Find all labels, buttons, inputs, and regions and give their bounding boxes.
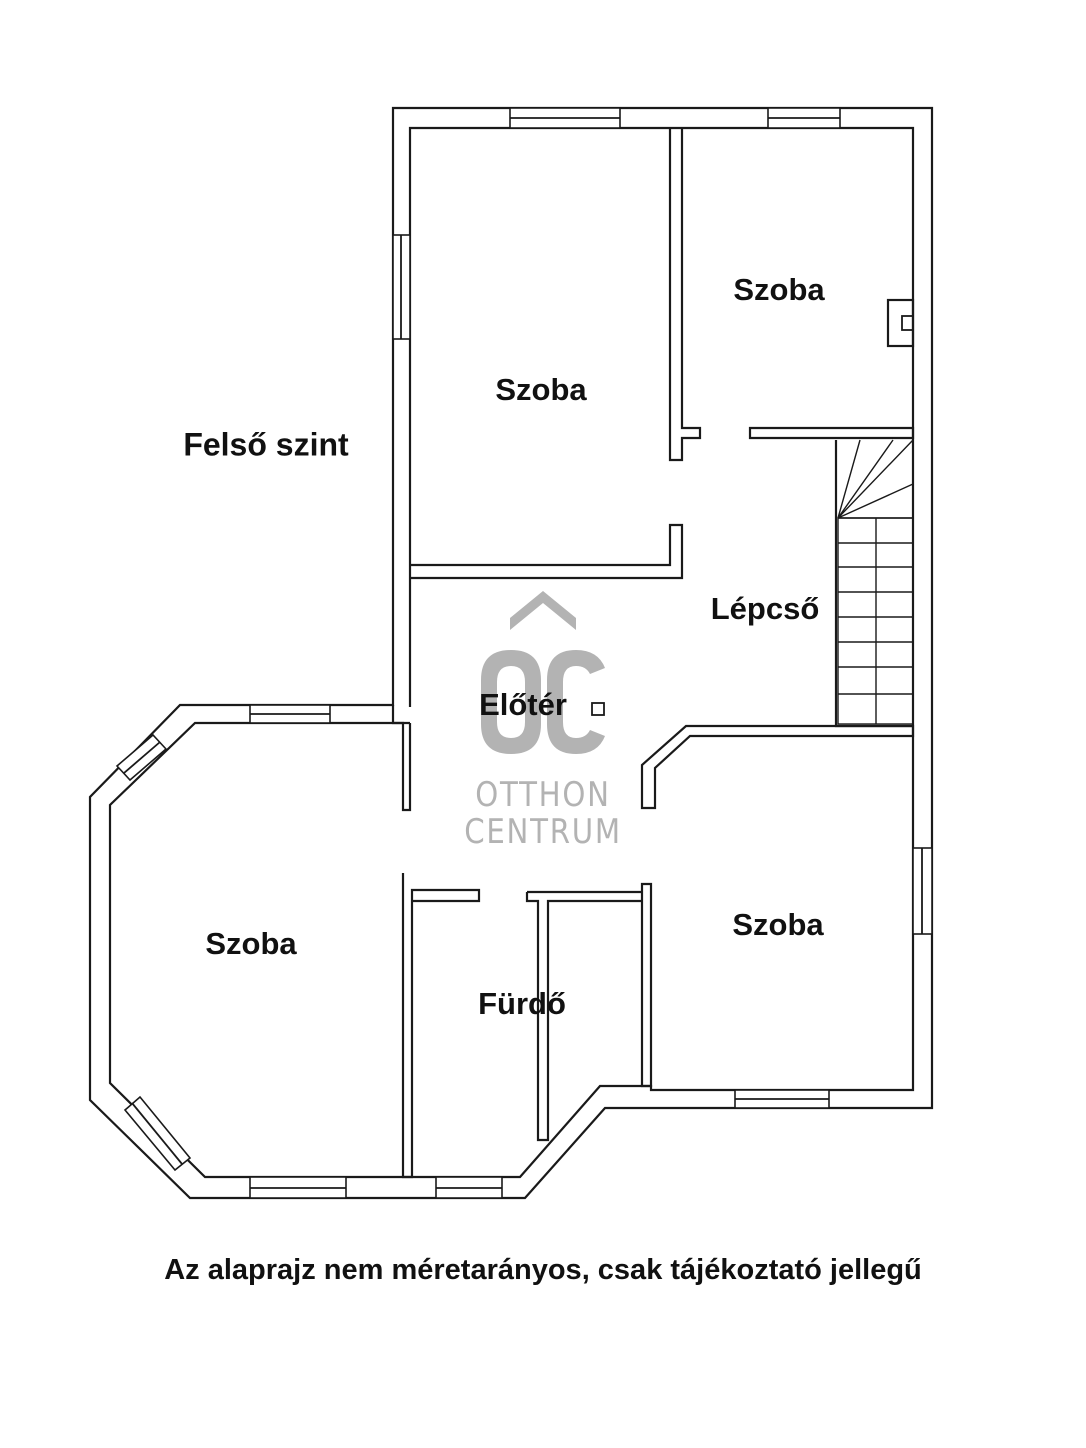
room-label-eloter: Előtér <box>479 687 567 722</box>
level-title: Felső szint <box>183 426 349 463</box>
watermark-line2: CENTRUM <box>464 812 622 852</box>
column-marker <box>591 702 605 716</box>
room-label-szoba-top: Szoba <box>495 372 587 407</box>
room-label-lepcso: Lépcső <box>710 591 820 626</box>
staircase <box>837 439 914 725</box>
room-label-furdo: Fürdő <box>478 986 566 1021</box>
disclaimer-note: Az alaprajz nem méretarányos, csak tájék… <box>164 1254 922 1286</box>
interior-walls <box>391 128 915 1179</box>
watermark-line1: OTTHON <box>475 775 611 815</box>
room-label-szoba-top-right: Szoba <box>733 272 825 307</box>
room-label-szoba-right: Szoba <box>732 907 824 942</box>
otthon-centrum-logo <box>481 591 605 754</box>
windows <box>115 107 933 1199</box>
room-label-szoba-left: Szoba <box>205 926 297 961</box>
